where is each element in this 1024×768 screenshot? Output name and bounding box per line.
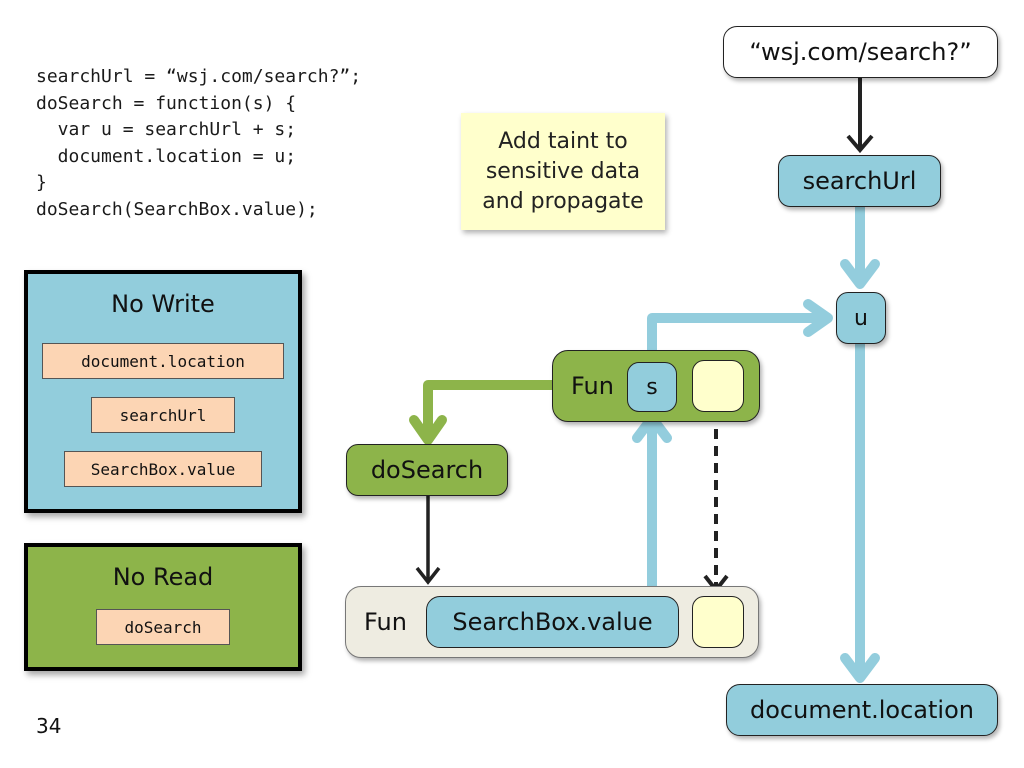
node-dosearch: doSearch (346, 444, 508, 496)
note-line: Add taint to (498, 128, 628, 154)
no-write-panel: No Write document.location searchUrl Sea… (24, 270, 302, 513)
page-number: 34 (36, 714, 62, 738)
arrow-dashed-slot-to-slot (703, 412, 729, 594)
note-line: sensitive data (485, 158, 641, 184)
no-write-tag-searchurl: searchUrl (91, 397, 235, 433)
arrow-literal-to-searchurl (846, 78, 874, 154)
arrow-s-to-u (647, 299, 833, 367)
code-line: doSearch(SearchBox.value); (36, 198, 318, 220)
arrow-dosearch-to-fun (415, 496, 441, 585)
node-searchurl: searchUrl (778, 155, 941, 207)
arrow-searchbox-to-s (632, 413, 672, 597)
node-u: u (836, 292, 886, 344)
node-searchbox-value: SearchBox.value (426, 596, 679, 648)
code-line: } (36, 172, 47, 193)
arrow-searchurl-to-u (840, 202, 880, 289)
note-line: and propagate (482, 188, 644, 214)
closure-lower-label: Fun (364, 608, 407, 636)
code-line: var u = searchUrl + s; (36, 119, 297, 140)
closure-upper-env-slot (692, 360, 744, 412)
code-line: doSearch = function(s) { (36, 92, 297, 114)
closure-lower-env-slot (692, 596, 744, 648)
no-read-title: No Read (112, 563, 214, 591)
no-write-tag-searchbox-value: SearchBox.value (64, 451, 262, 487)
code-line: searchUrl = “wsj.com/search?”; (36, 66, 362, 87)
taint-note: Add taint to sensitive data and propagat… (461, 113, 665, 230)
arrow-fun-to-dosearch (409, 380, 557, 445)
node-literal-url: “wsj.com/search?” (723, 26, 998, 78)
no-write-tag-document-location: document.location (42, 343, 284, 379)
closure-upper-label: Fun (571, 372, 614, 400)
code-listing: searchUrl = “wsj.com/search?”; doSearch =… (36, 64, 361, 223)
node-document-location: document.location (726, 684, 998, 736)
code-line: document.location = u; (36, 145, 297, 167)
no-read-tag-dosearch: doSearch (96, 609, 230, 645)
no-read-panel: No Read doSearch (24, 543, 302, 671)
node-param-s: s (627, 362, 677, 412)
arrow-u-to-document-location (840, 339, 880, 683)
no-write-title: No Write (111, 290, 215, 318)
